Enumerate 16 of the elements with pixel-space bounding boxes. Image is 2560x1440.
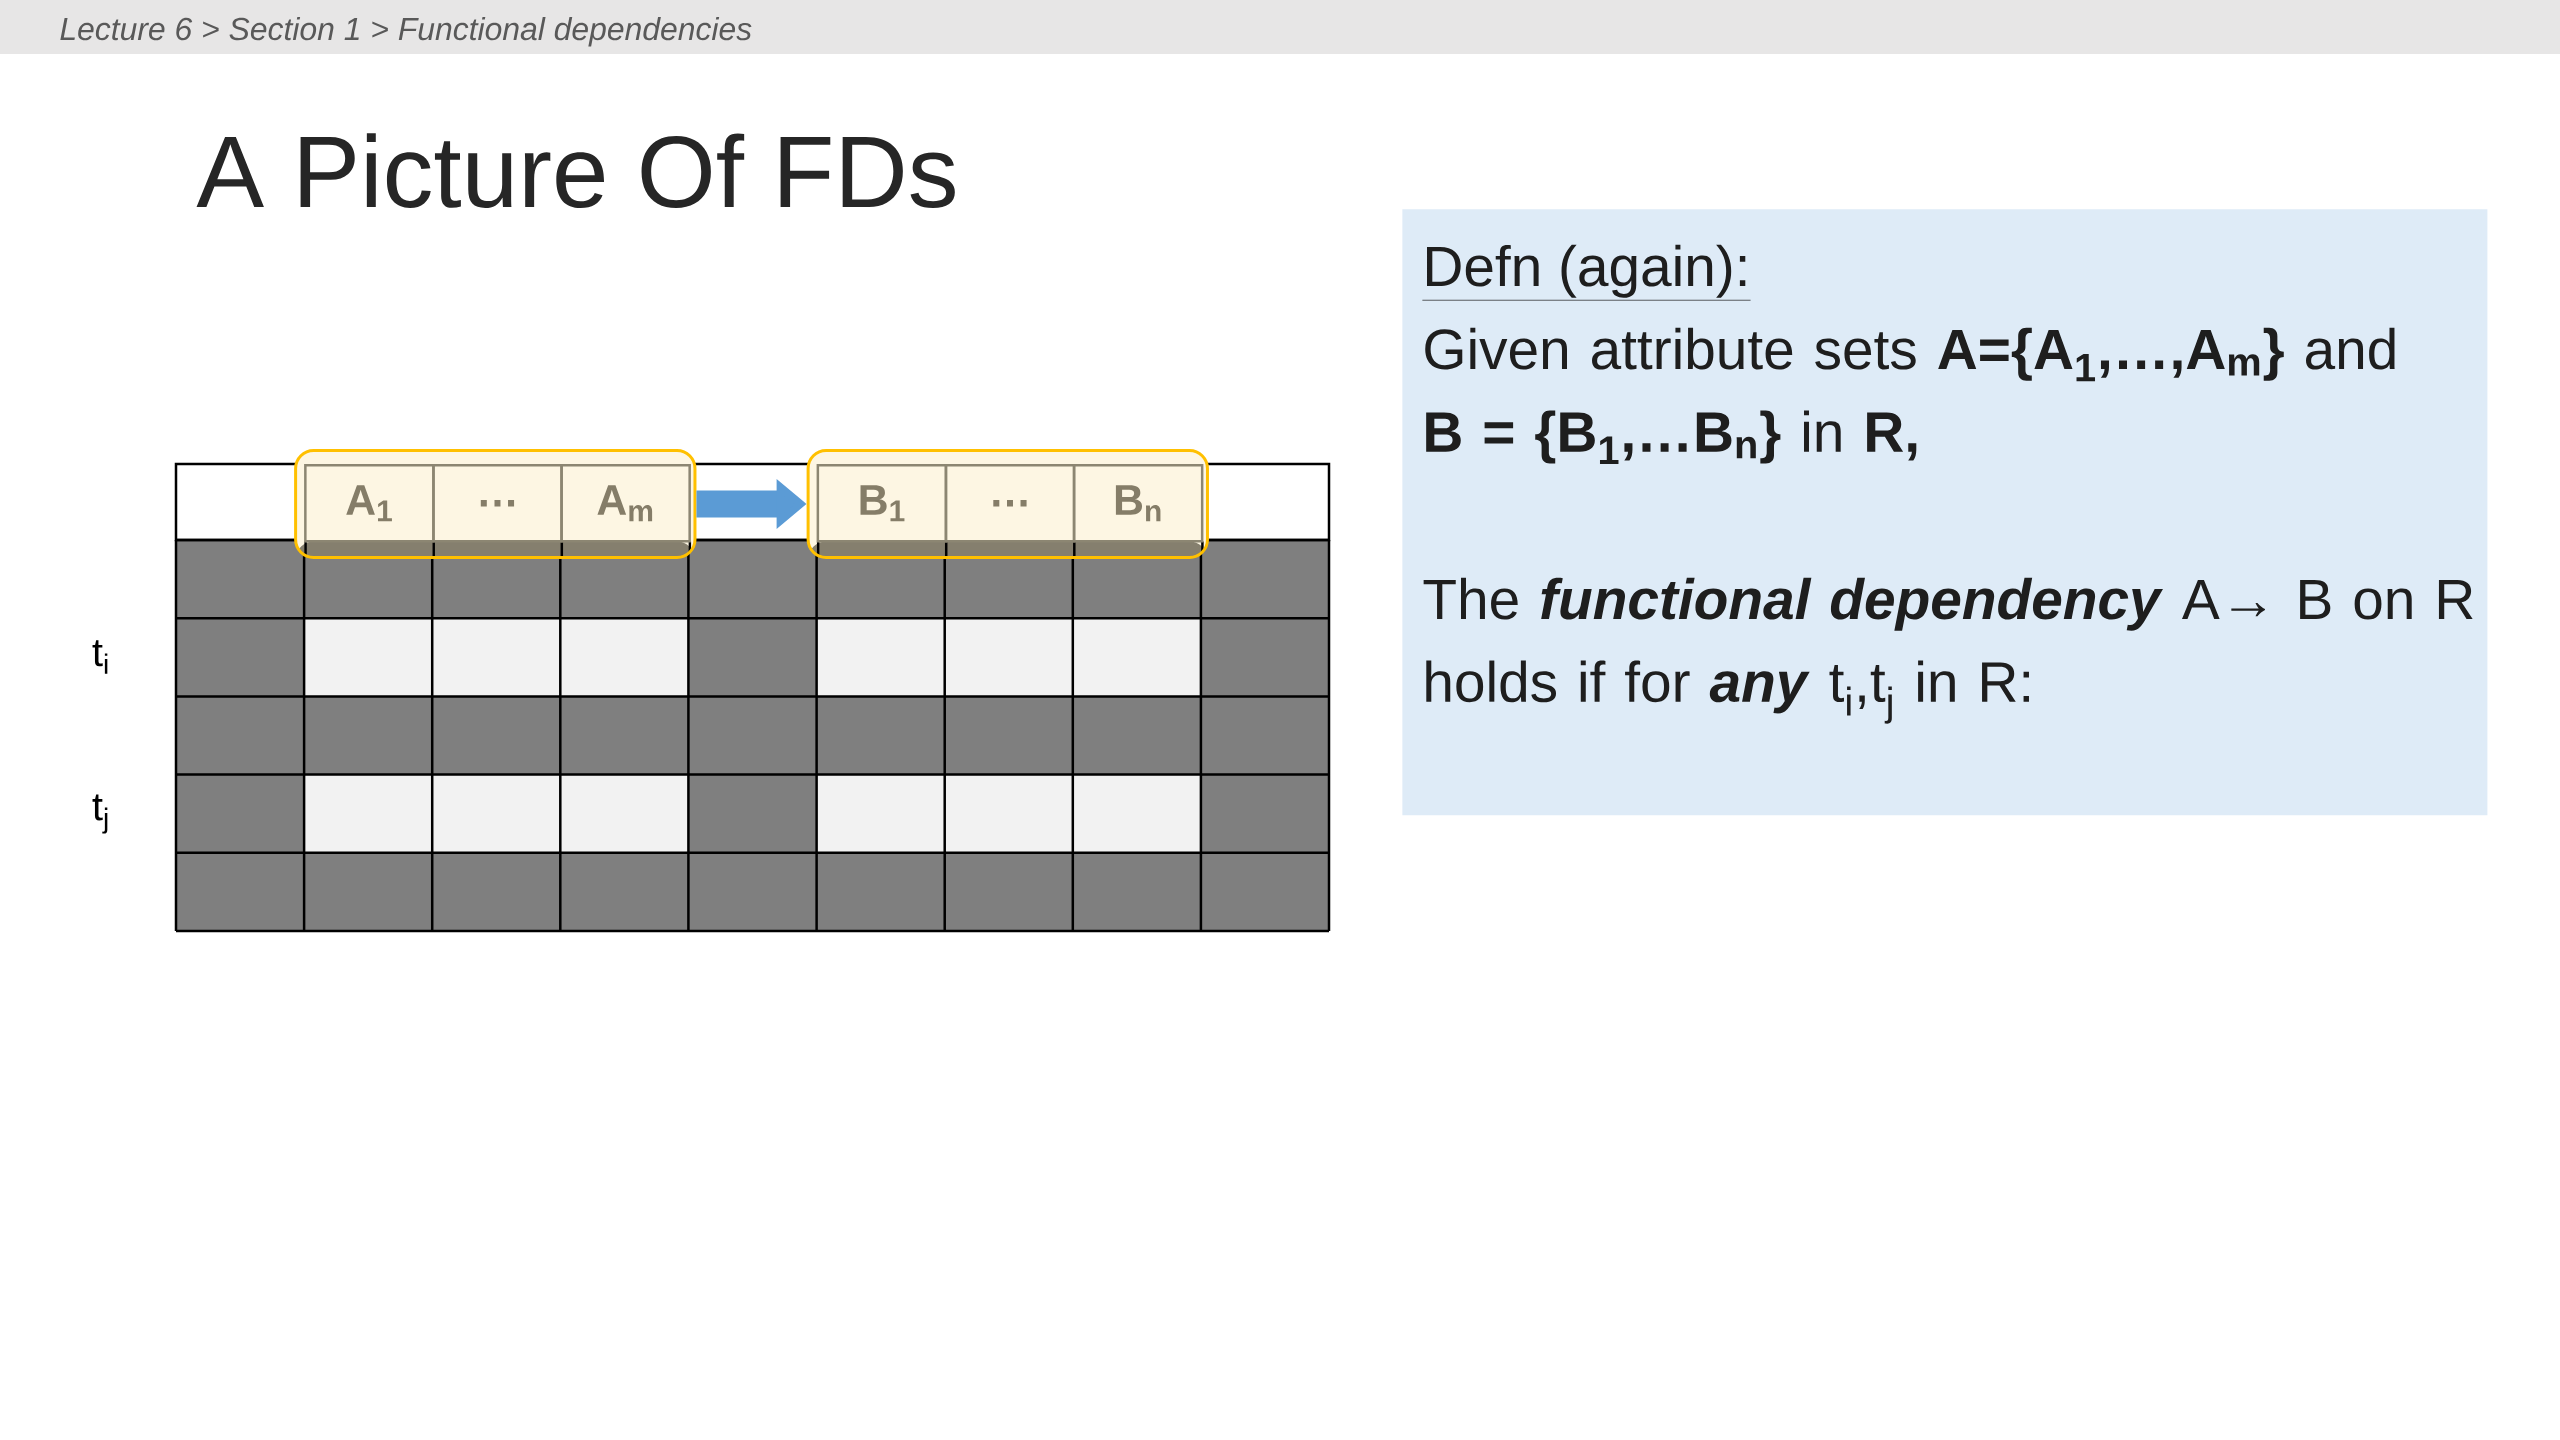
header-cell: A$_{1}$ (304, 464, 435, 543)
group-box (294, 449, 697, 559)
header-cell: B$_{1}$ (816, 464, 948, 543)
paragraph: Given attribute sets A={A$_{1}$,…,A$_{m}$} and B = {B$_{1}$,…B$_{n}$} in R, (1425, 327, 2395, 464)
header-cell: … (944, 464, 1076, 543)
header-cell: … (432, 464, 563, 543)
definition-box (1402, 209, 2488, 816)
title: A Picture Of FDs (196, 133, 955, 208)
row-label: t$_{j}$ (92, 794, 108, 834)
breadcrumb-bar: Lecture 6 > Section 1 > Functional dependencies (0, 0, 2560, 54)
heading: Defn (again): (1422, 244, 1751, 301)
group-box (806, 449, 1209, 559)
header-cell: B$_{n}$ (1072, 464, 1204, 543)
paragraph: The functional dependency A→ B on R holds if for any t$_{i}$,t$_{j}$ in R: (1423, 577, 2473, 724)
row-label: t$_{i}$ (92, 640, 108, 674)
header-cell: A$_{m}$ (560, 464, 691, 543)
